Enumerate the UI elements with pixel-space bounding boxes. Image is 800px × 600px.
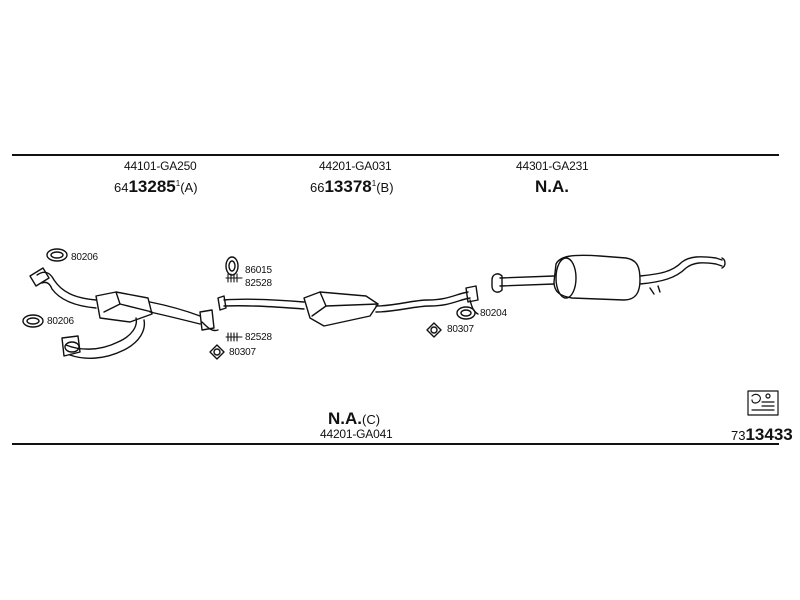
ref-suffix: (B) [376,180,394,195]
ref-suffix: (A) [180,180,198,195]
ref-prefix: 64 [114,180,129,195]
ref-number-front-pipe: 64132851(A) [114,178,198,195]
gasket-ring-icon [460,309,472,317]
ref-number-center-pipe: 66133781(B) [310,178,394,195]
part-number-center-pipe: 44201-GA031 [319,159,392,173]
callout-label: 82528 [245,278,272,289]
bottom-rule [12,443,779,445]
callout-label: 80206 [71,252,98,263]
callout-label: 80307 [447,324,474,335]
part-number-rear-muffler: 44301-GA231 [516,159,589,173]
gasket-ring-icon [228,260,236,272]
rear-muffler-assembly [491,254,726,301]
instructions-icon [747,390,779,416]
ref-main: 13285 [128,177,176,196]
spring-bolt-icon [225,273,243,283]
na-rear-muffler: N.A. [535,177,569,196]
na-suffix: (C) [362,412,381,427]
center-pipe-assembly [217,285,479,327]
callout-label: 82528 [245,332,272,343]
gasket-ring-icon [225,256,239,276]
part-number-front-pipe: 44101-GA250 [124,159,197,173]
spring-bolt-icon [225,332,243,342]
ref-sup: 1 [175,179,181,188]
callout-label: 80204 [480,308,507,319]
na-text: N.A. [328,409,362,428]
na-label-bottom: N.A.(C) [328,410,380,428]
gasket-ring-icon [50,251,64,259]
front-pipe-assembly [29,267,219,359]
gasket-ring-icon [22,314,44,328]
catalog-ref-prefix: 73 [731,428,746,443]
part-number-bottom: 44201-GA041 [320,427,393,441]
catalog-ref-main: 13433 [745,425,793,444]
callout-label: 80307 [229,347,256,358]
ref-prefix: 66 [310,180,325,195]
ref-sup: 1 [371,179,377,188]
gasket-ring-icon [26,317,40,325]
ref-main: 13378 [324,177,372,196]
callout-label: 80206 [47,316,74,327]
nut-icon [426,322,442,338]
callout-label: 86015 [245,265,272,276]
gasket-ring-icon [456,306,476,320]
nut-icon [209,344,225,360]
catalog-ref-number: 7313433 [731,426,793,443]
top-rule [12,154,779,156]
gasket-ring-icon [46,248,68,262]
